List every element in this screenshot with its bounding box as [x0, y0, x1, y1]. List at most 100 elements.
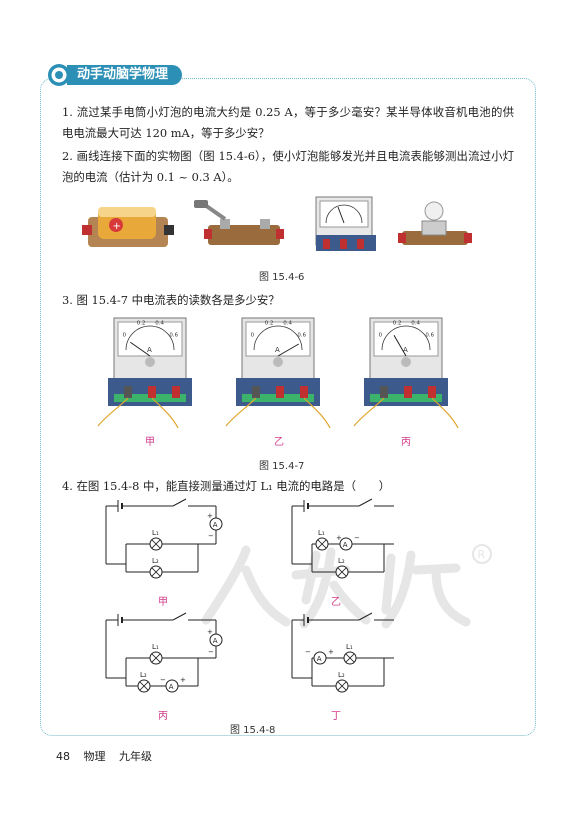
polarity-sign: +: [328, 648, 334, 656]
lamp-cross: [337, 567, 347, 577]
terminal: [300, 386, 308, 398]
page-number: 48: [56, 750, 70, 763]
fig6-caption: 图 15.4-6: [259, 272, 305, 283]
exercise-panel: [40, 78, 536, 736]
ammeter-letter: A: [213, 521, 218, 529]
terminal: [124, 386, 132, 398]
svg-text:R: R: [478, 548, 486, 561]
scale-tick-label: 0: [123, 333, 127, 339]
meter-pivot: [145, 357, 155, 367]
lamp-label: L₂: [338, 557, 345, 565]
meter-needle: [277, 343, 300, 357]
lamp-label: L₂: [152, 557, 159, 565]
lamp-cross: [139, 681, 149, 691]
scale-tick-label: 0.2: [393, 321, 402, 327]
lead-wire: [303, 397, 331, 429]
terminal: [428, 386, 436, 398]
question-1: 1. 流过某手电筒小灯泡的电流大约是 0.25 A，等于多少毫安？某半导体收音机…: [62, 105, 514, 140]
polarity-sign: +: [207, 628, 213, 636]
fig8-label-jia: 甲: [158, 597, 168, 608]
lead-wire: [431, 397, 459, 429]
lead-wire: [225, 397, 257, 427]
scale-tick-label: 0.6: [425, 333, 434, 339]
lamp-label: L₂: [140, 671, 147, 679]
battery-image: +: [82, 207, 174, 247]
lamp-cross: [337, 681, 347, 691]
ammeter-letter: A: [317, 655, 322, 663]
lamp-label: L₁: [318, 529, 325, 537]
switch-blade: [172, 498, 187, 507]
meter-scale-arc: [125, 325, 175, 351]
meter-letter: A: [275, 346, 280, 354]
scale-tick-label: 0.2: [265, 321, 274, 327]
polarity-sign: +: [336, 534, 342, 542]
polarity-sign: −: [305, 648, 311, 656]
question-4: 4. 在图 15.4-8 中，能直接测量通过灯 L₁ 电流的电路是（ ）: [62, 479, 391, 493]
lamp-label: L₂: [338, 671, 345, 679]
scale-tick-label: 0.2: [137, 321, 146, 327]
scale-tick-label: 0.4: [283, 321, 292, 327]
fig8-label-yi: 乙: [331, 597, 341, 608]
lamp-label: L₁: [152, 643, 159, 651]
terminal: [252, 386, 260, 398]
terminal: [148, 386, 156, 398]
fig7-label-bing: 丙: [401, 437, 411, 448]
meter-needle: [130, 341, 151, 357]
meter-letter: A: [147, 346, 152, 354]
circuit-jia: A+ − L₁ L₂: [105, 498, 223, 579]
terminal: [380, 386, 388, 398]
question-3: 3. 图 15.4-7 中电流表的读数各是多少安？: [62, 293, 280, 307]
grade-label: 九年级: [119, 750, 152, 763]
lamp-image: [398, 201, 472, 245]
polarity-sign: +: [180, 676, 186, 684]
figure-15-4-6: +: [82, 196, 472, 251]
lamp-cross: [151, 653, 161, 663]
switch-blade: [358, 612, 373, 621]
ammeter-letter: A: [213, 637, 218, 645]
meter-needle: [393, 334, 407, 357]
meter-pivot: [273, 357, 283, 367]
section-title: 动手动脑学物理: [67, 65, 183, 85]
ammeter-image: [315, 196, 376, 251]
fig8-label-bing: 丙: [158, 711, 168, 722]
scale-tick-label: 0: [379, 333, 383, 339]
target-icon: [48, 64, 70, 86]
fig7-caption: 图 15.4-7: [259, 461, 305, 472]
meter-letter: A: [403, 346, 408, 354]
lamp-cross: [151, 539, 161, 549]
switch-image: [194, 200, 284, 245]
polarity-sign: −: [160, 676, 166, 684]
scale-tick-label: 0.4: [155, 321, 164, 327]
fig8-caption: 图 15.4-8: [230, 725, 276, 736]
terminal: [404, 386, 412, 398]
terminal: [172, 386, 180, 398]
lead-wire: [151, 397, 179, 429]
ammeter-2: 0 0.2 0.4 0.6A: [225, 317, 331, 429]
page-footer: 48 物理 九年级: [56, 748, 162, 764]
lamp-label: L₁: [152, 529, 159, 537]
scale-tick-label: 0.6: [297, 333, 306, 339]
circuit-yi: L₁A+−L₂: [291, 498, 394, 579]
fig7-label-yi: 乙: [274, 437, 284, 448]
ammeter-letter: A: [343, 541, 348, 549]
switch-blade: [358, 498, 373, 507]
svg-text:+: +: [113, 221, 121, 232]
section-header: 动手动脑学物理: [47, 63, 183, 87]
fig8-label-ding: 丁: [331, 711, 341, 722]
lamp-cross: [317, 539, 327, 549]
scale-tick-label: 0: [251, 333, 255, 339]
terminal: [276, 386, 284, 398]
ammeter-letter: A: [169, 683, 174, 691]
subject-label: 物理: [83, 750, 106, 763]
lamp-cross: [345, 653, 355, 663]
polarity-sign: −: [208, 648, 214, 656]
polarity-sign: +: [207, 512, 213, 520]
polarity-sign: −: [208, 532, 214, 540]
lamp-cross: [151, 567, 161, 577]
fig7-label-jia: 甲: [145, 437, 155, 448]
